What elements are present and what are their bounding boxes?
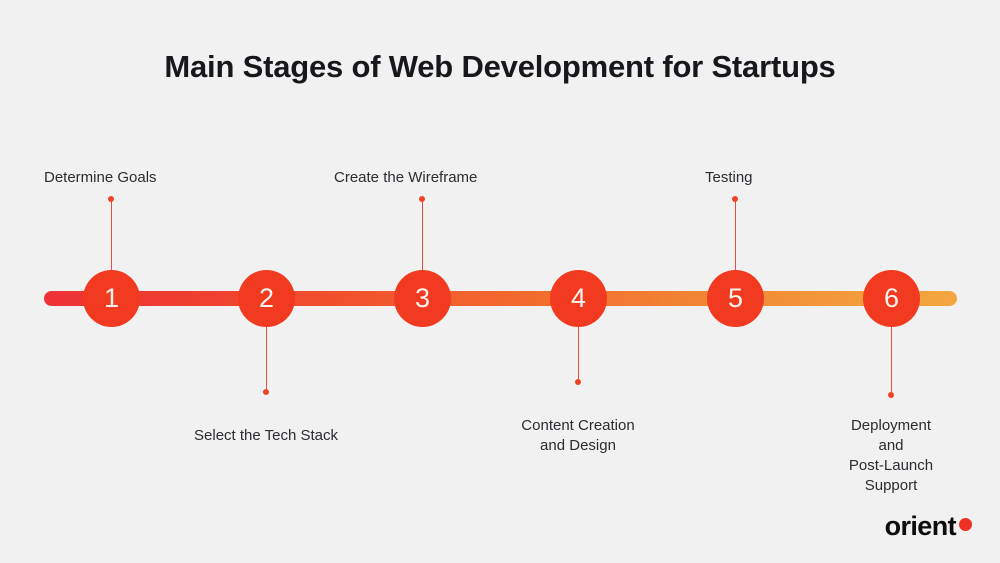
step-node-4[interactable]: 4 bbox=[550, 270, 607, 327]
step-node-5[interactable]: 5 bbox=[707, 270, 764, 327]
timeline-gradient-bar bbox=[44, 291, 957, 306]
orient-logo: orient bbox=[885, 513, 972, 540]
connector-dot-step-2 bbox=[263, 389, 269, 395]
connector-dot-step-3 bbox=[419, 196, 425, 202]
step-node-3[interactable]: 3 bbox=[394, 270, 451, 327]
connector-line-step-6 bbox=[891, 326, 892, 394]
step-node-6[interactable]: 6 bbox=[863, 270, 920, 327]
logo-dot-icon bbox=[959, 518, 972, 531]
connector-line-step-1 bbox=[111, 199, 112, 271]
logo-wordmark: orient bbox=[884, 511, 957, 541]
step-label-2: Select the Tech Stack bbox=[194, 427, 338, 444]
connector-dot-step-6 bbox=[888, 392, 894, 398]
step-label-3: Create the Wireframe bbox=[334, 169, 478, 186]
step-node-2[interactable]: 2 bbox=[238, 270, 295, 327]
step-label-1: Determine Goals bbox=[44, 169, 157, 186]
connector-line-step-2 bbox=[266, 326, 267, 391]
connector-line-step-3 bbox=[422, 199, 423, 271]
connector-dot-step-1 bbox=[108, 196, 114, 202]
step-label-6: Deployment and Post-Launch Support bbox=[848, 417, 934, 494]
step-label-5: Testing bbox=[705, 169, 753, 186]
step-label-4: Content Creation and Design bbox=[521, 417, 635, 454]
step-node-1[interactable]: 1 bbox=[83, 270, 140, 327]
connector-line-step-4 bbox=[578, 326, 579, 381]
connector-dot-step-4 bbox=[575, 379, 581, 385]
page-title: Main Stages of Web Development for Start… bbox=[164, 49, 836, 84]
connector-dot-step-5 bbox=[732, 196, 738, 202]
connector-line-step-5 bbox=[735, 199, 736, 271]
